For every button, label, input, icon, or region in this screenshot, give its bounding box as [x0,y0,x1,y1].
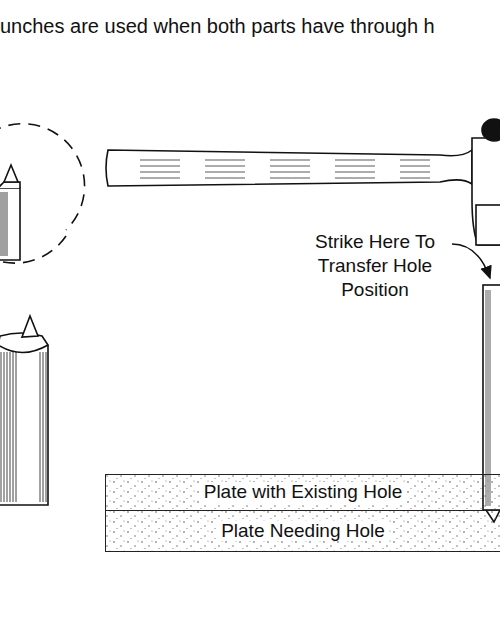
heading-fragment: unches are used when both parts have thr… [0,14,500,39]
ball-peen-hammer [106,119,500,245]
plate-band: Plate with Existing Hole [105,474,500,511]
plate-label: Plate with Existing Hole [200,482,407,503]
shading-stroke [7,192,8,256]
shading-stroke [43,352,44,502]
shading-stroke [46,352,47,502]
callout-note: Strike Here To Transfer Hole Position [290,230,460,302]
wood-grain [140,178,430,179]
plate-stipple [106,475,500,551]
wood-grain [140,166,430,167]
shading-stroke [5,192,6,256]
shading-stroke [10,352,11,502]
plate-band: Plate Needing Hole [105,510,500,552]
wood-grain [140,172,430,173]
wood-grain [140,160,430,161]
shading-stroke [1,352,2,502]
shading-stroke [40,352,41,502]
shading-stroke [4,352,5,502]
shading-stroke [16,352,17,502]
plate-label: Plate Needing Hole [217,521,389,542]
magnified-punch-tip [0,124,85,263]
shading-stroke [7,352,8,502]
shading-stroke [1,192,2,256]
shading-stroke [3,192,4,256]
leader-arrow [452,244,490,278]
shading-stroke [13,352,14,502]
transfer-punch [0,316,48,505]
